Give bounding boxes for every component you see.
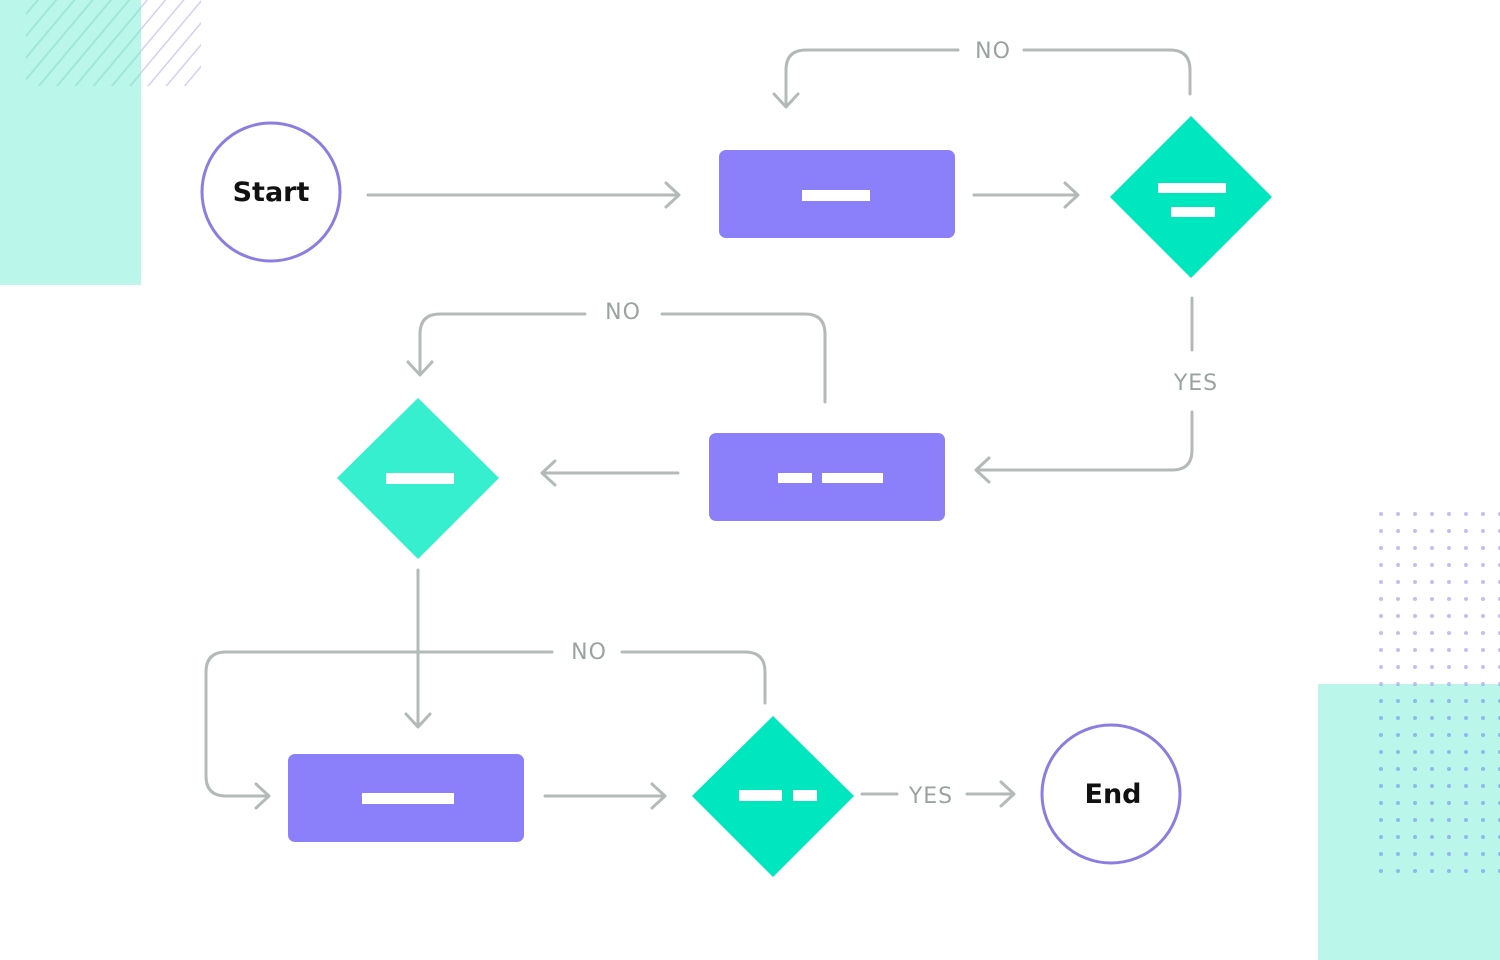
arrowhead-icon <box>406 360 434 377</box>
process-node-2 <box>709 433 945 521</box>
edge-label-top-no: NO <box>975 39 1011 64</box>
start-circle <box>200 121 342 263</box>
placeholder-bar <box>793 790 817 801</box>
placeholder-bar <box>739 790 782 801</box>
placeholder-bar <box>1171 207 1215 217</box>
edge-label-decision3-yes: YES <box>908 784 953 809</box>
edge-decision1-no <box>784 48 960 108</box>
arrowhead-icon <box>1063 181 1080 209</box>
placeholder-bar <box>802 190 870 201</box>
connectors <box>204 48 1194 810</box>
arrowhead-icon <box>650 782 667 810</box>
arrowhead-icon <box>664 181 681 209</box>
placeholder-bar <box>778 473 812 483</box>
placeholder-bar <box>362 793 454 804</box>
arrowhead-icon <box>974 456 991 484</box>
decision-node-1 <box>1110 116 1272 278</box>
arrowhead-icon <box>772 92 800 109</box>
placeholder-bar <box>1158 183 1226 193</box>
arrowhead-icon <box>254 782 271 810</box>
arrowhead-icon <box>999 780 1016 808</box>
start-node: Start <box>200 121 342 263</box>
decision-diamond <box>1110 116 1272 278</box>
end-circle <box>1040 723 1182 865</box>
edge-middle-no <box>418 312 587 376</box>
decor-bottom-right <box>1318 505 1500 960</box>
decor-dots-lavender <box>1374 505 1500 685</box>
process-node-1 <box>719 150 955 238</box>
edge-label-bottom-no: NO <box>571 640 607 665</box>
edge-middle-no <box>660 312 827 404</box>
edge-label-decision1-yes: YES <box>1173 371 1218 396</box>
arrowhead-icon <box>404 712 432 729</box>
placeholder-bar <box>386 473 454 484</box>
decor-dots-blue <box>1374 685 1500 885</box>
decision-node-2 <box>337 398 499 559</box>
end-label: End <box>1085 779 1142 810</box>
end-node: End <box>1040 723 1182 865</box>
edge-bottom-no <box>620 650 767 705</box>
edge-label-middle-no: NO <box>605 300 641 325</box>
arrowhead-icon <box>540 459 557 487</box>
process-node-3 <box>288 754 524 842</box>
placeholder-bar <box>822 473 883 483</box>
decor-top-left <box>0 0 201 285</box>
edge-decision1-yes <box>975 410 1194 472</box>
decision-node-3 <box>692 716 854 877</box>
start-label: Start <box>233 177 310 208</box>
decor-hatch-lavender <box>141 0 201 86</box>
edge-bottom-no <box>204 650 554 798</box>
decor-hatch-teal <box>26 0 141 86</box>
edge-decision1-no <box>1022 48 1192 96</box>
